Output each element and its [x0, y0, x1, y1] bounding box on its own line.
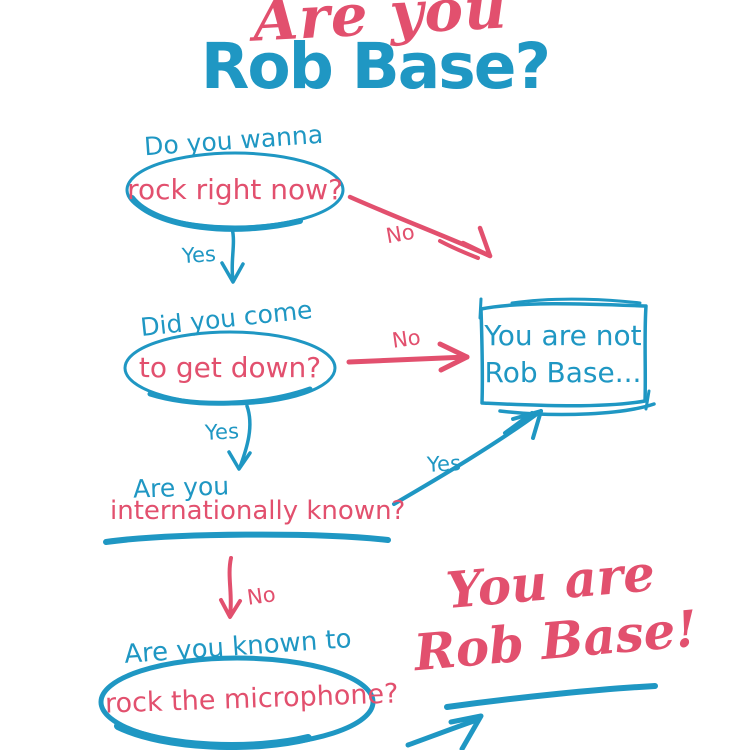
negative-outcome-text: You are not Rob Base... — [482, 318, 644, 392]
negative-outcome-box — [478, 297, 656, 417]
q1-yes-arrow — [220, 226, 245, 284]
q2-no-arrow — [346, 341, 470, 373]
q1-yes-label: Yes — [181, 241, 217, 269]
q2-no-label: No — [390, 325, 423, 353]
negative-line1: You are not — [484, 319, 642, 352]
q2-yes-arrow — [227, 404, 252, 471]
positive-arrow — [405, 713, 484, 750]
positive-outcome-text: You are Rob Base! — [403, 540, 702, 683]
q3-no-label: No — [245, 582, 278, 610]
q3-yes-arrow — [392, 409, 543, 506]
q2-oval — [123, 330, 337, 406]
q4-oval — [98, 655, 376, 750]
negative-line2: Rob Base... — [484, 355, 642, 389]
positive-underline — [444, 683, 658, 710]
q2-yes-label: Yes — [204, 419, 240, 445]
q3-no-arrow — [219, 556, 242, 619]
q3-question: internationally known? — [110, 496, 406, 526]
q1-oval — [125, 151, 345, 232]
q3-yes-label: Yes — [426, 451, 462, 477]
q3-underline — [103, 531, 391, 545]
q1-question: rock right now? — [127, 173, 343, 206]
q1-no-arrow — [347, 194, 493, 260]
q1-no-label: No — [384, 219, 417, 249]
q2-question: to get down? — [138, 351, 322, 384]
title-main: Rob Base? — [200, 30, 551, 103]
